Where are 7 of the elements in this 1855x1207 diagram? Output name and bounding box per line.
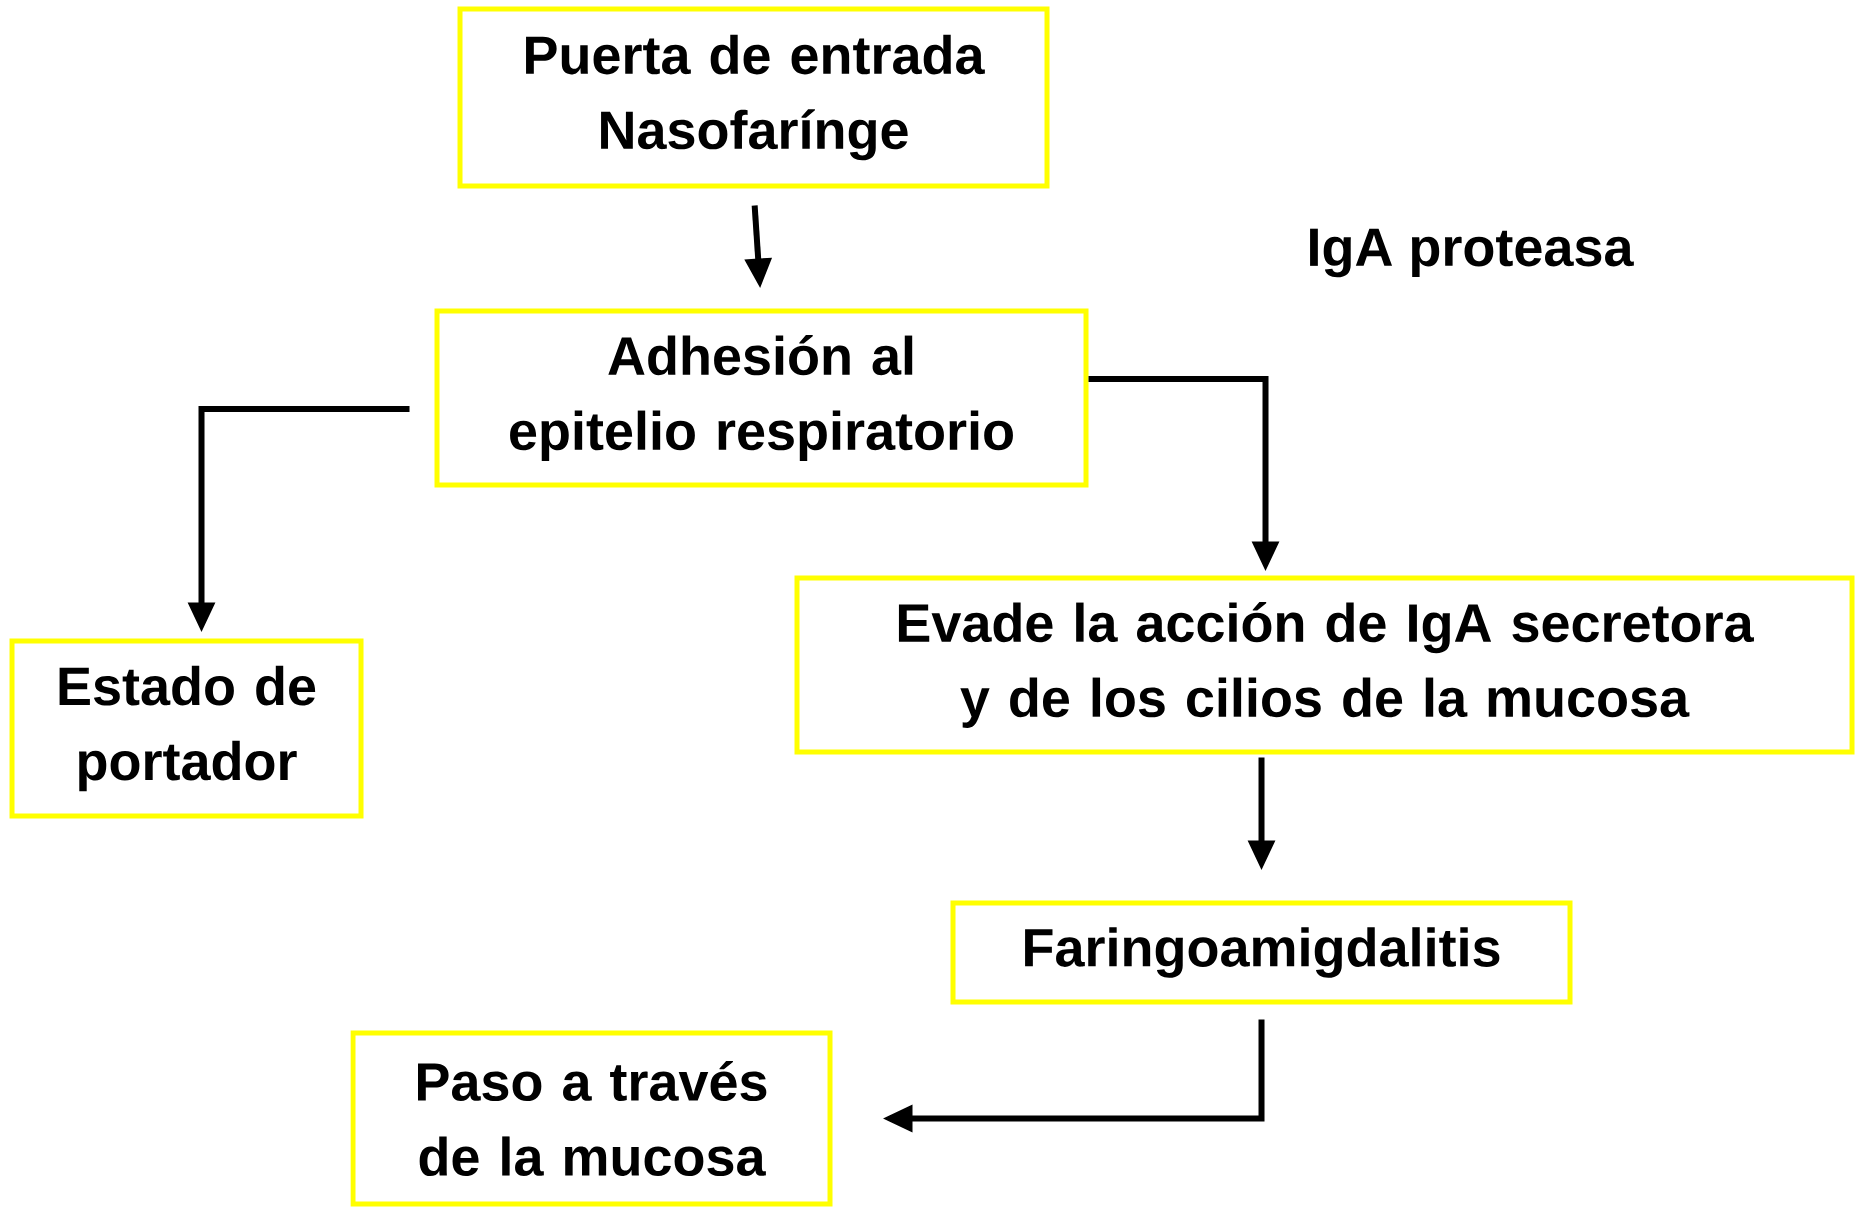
annotation-label: IgA proteasa (1310, 228, 1634, 278)
process-box: Paso a través de la mucosa (350, 1030, 833, 1207)
process-box: Evade la acción de IgA secretora y de los cilios de la mucosa (794, 575, 1855, 755)
process-box: Faringoamigdalitis (950, 900, 1573, 1005)
process-box: Puerta de entrada Nasofarínge (457, 6, 1050, 189)
process-box: Estado de portador (9, 638, 364, 819)
process-box: Adhesión al epitelio respiratorio (434, 308, 1089, 488)
